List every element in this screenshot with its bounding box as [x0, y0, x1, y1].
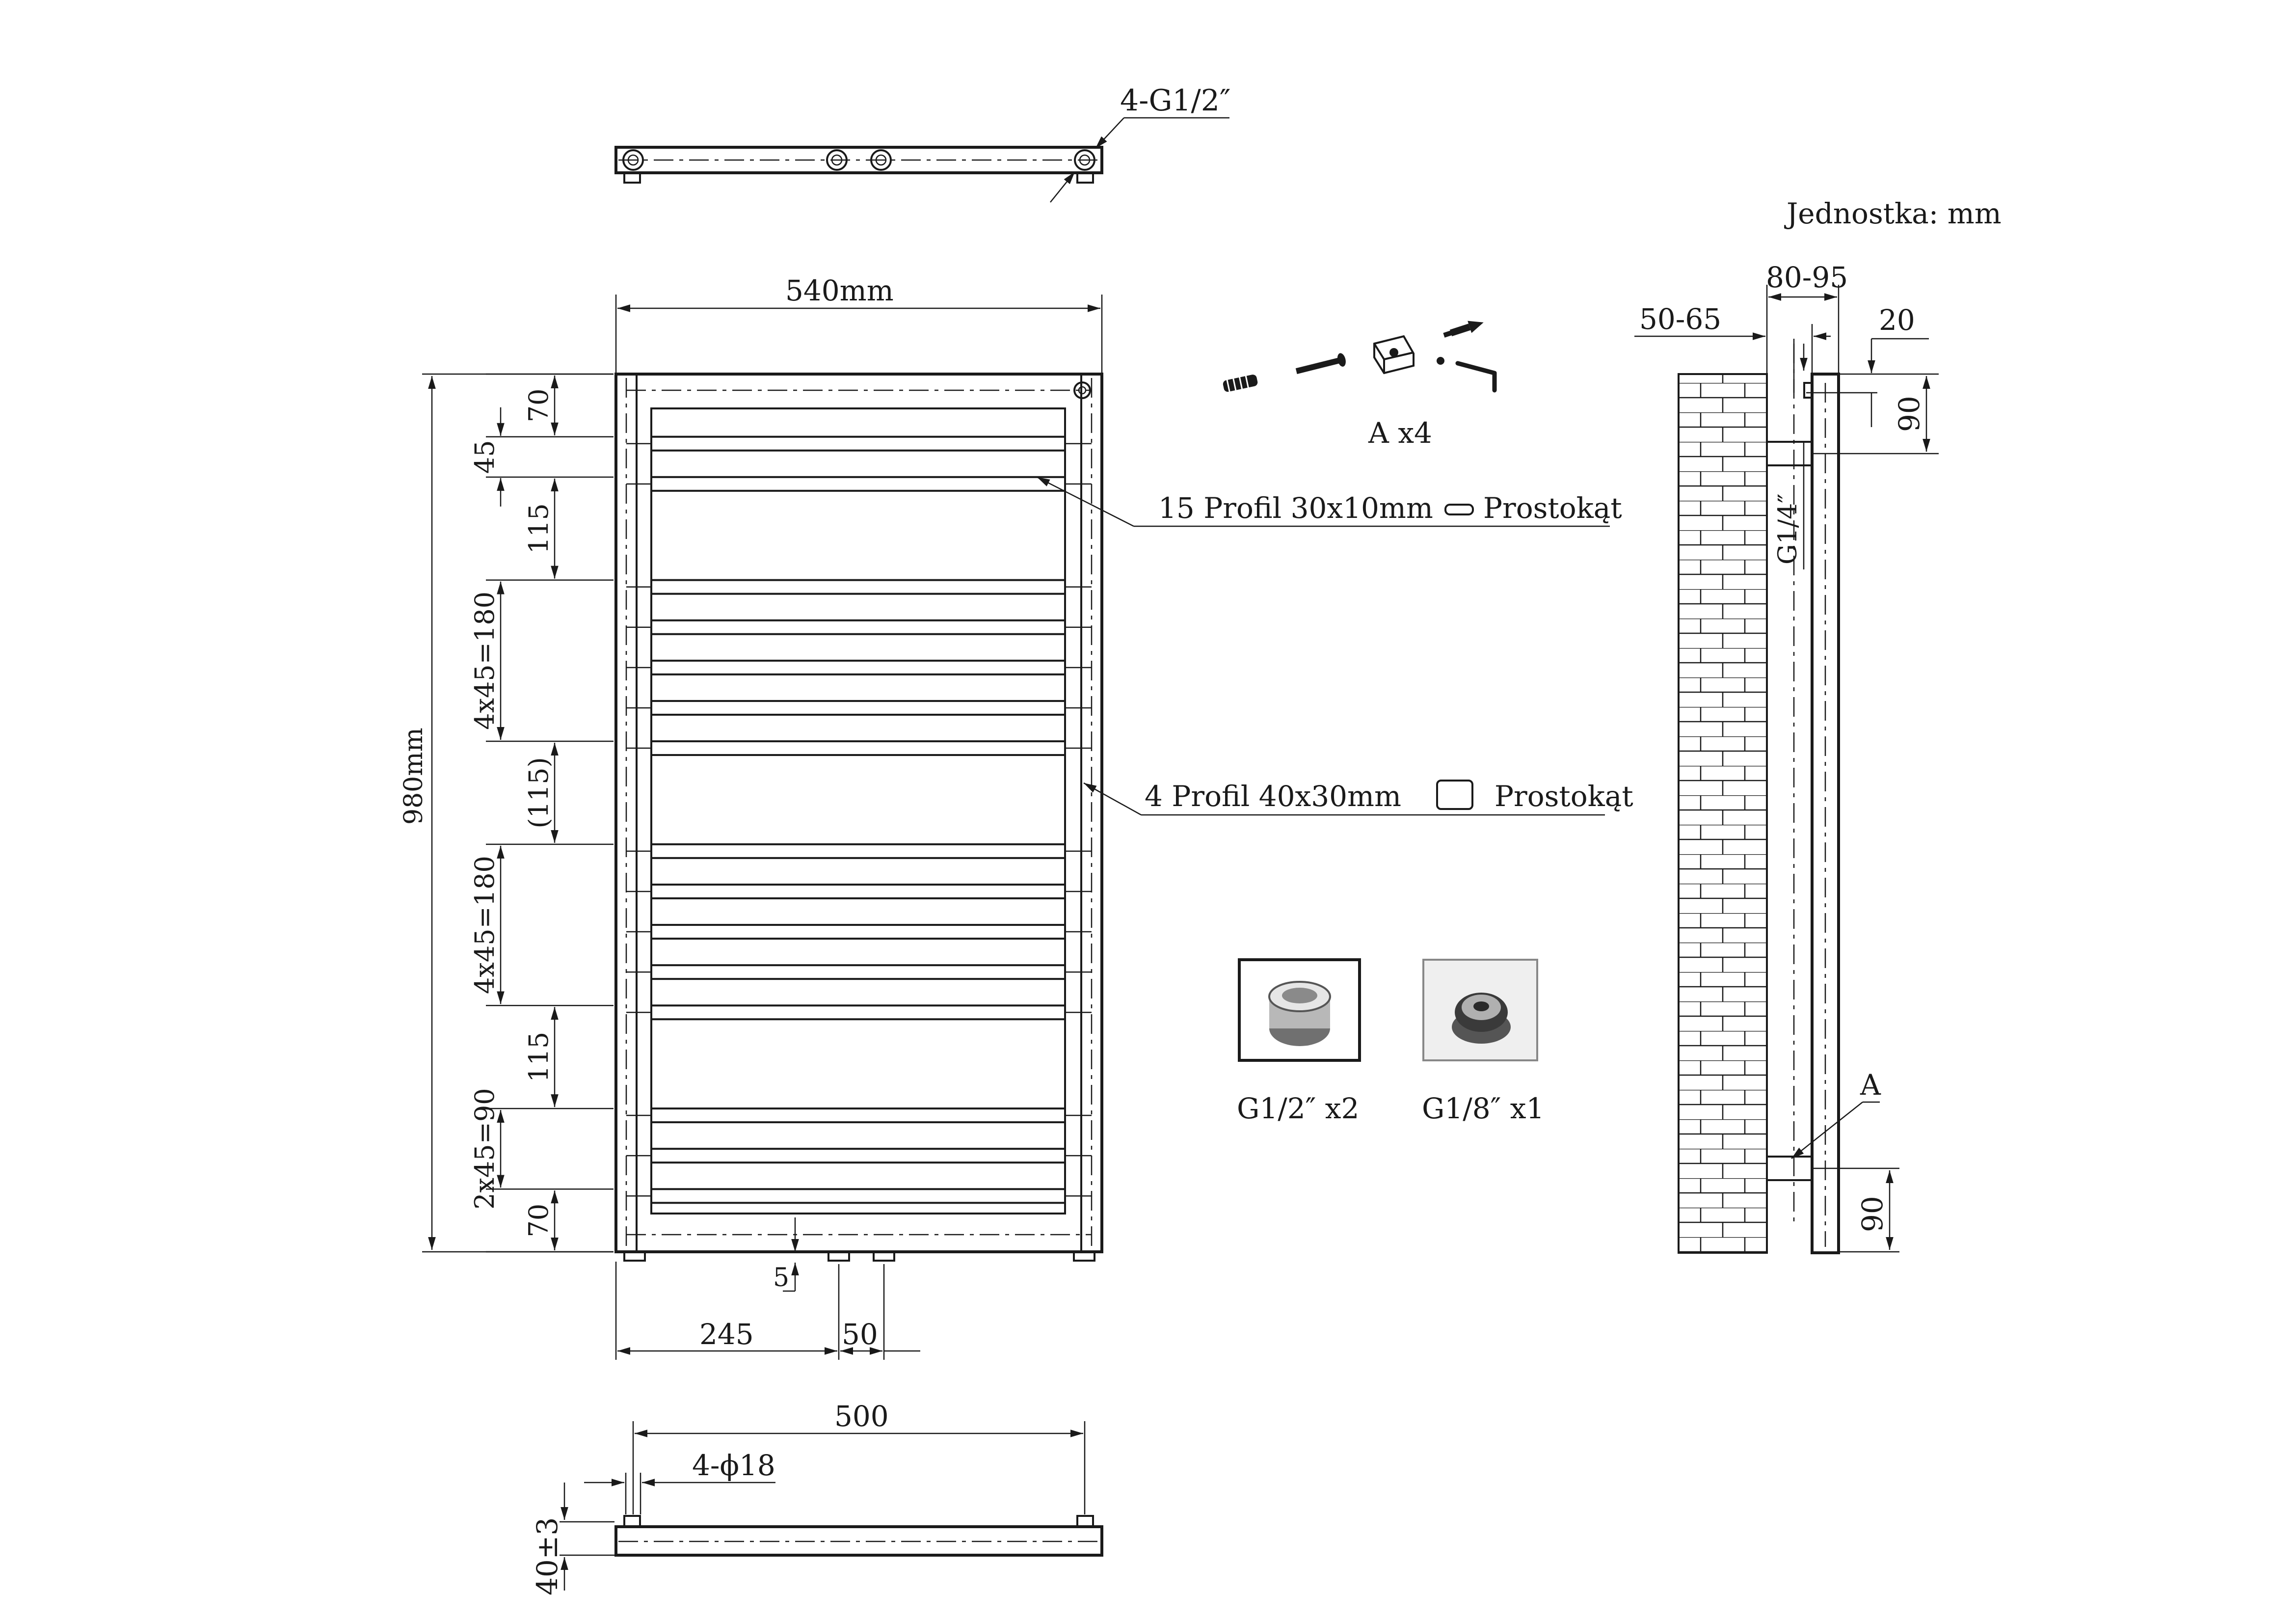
- large-profile-shape-icon: [1436, 780, 1473, 810]
- dim-label-6: 115: [523, 1032, 554, 1082]
- dim-gap: 5: [773, 1263, 789, 1293]
- width-label: 540mm: [785, 274, 894, 307]
- small-profile-text: 15 Profil 30x10mm: [1158, 491, 1433, 525]
- top-view-port-3: [870, 149, 892, 171]
- top-view-port-2: [826, 149, 848, 171]
- dim-label-0: 70: [523, 388, 554, 422]
- dim-20: 20: [1879, 303, 1915, 337]
- dim-pipe-spacing: 50: [842, 1318, 878, 1351]
- bottom-depth: 40±3: [531, 1517, 564, 1595]
- dim-bottom-front: 245 50 5: [615, 1217, 920, 1360]
- rail-8: [650, 843, 1066, 859]
- dim-label-1: 45: [469, 440, 500, 474]
- rail-9: [650, 883, 1066, 899]
- dim-label-3: 4x45=180: [469, 592, 500, 730]
- height-label: 980mm: [399, 728, 428, 825]
- dim-height-980: 980mm: [399, 373, 614, 1253]
- small-profile-shape-icon: [1444, 504, 1474, 515]
- rail-10: [650, 924, 1066, 940]
- rail-4: [650, 619, 1066, 635]
- bottom-width: 500: [834, 1400, 889, 1433]
- large-profile-shape-text: Prostokąt: [1495, 780, 1633, 813]
- small-profile-shape-text: Prostokąt: [1483, 491, 1622, 525]
- units-note: Jednostka: mm: [1784, 197, 2002, 230]
- valve-g12-label: G1/2″ x2: [1237, 1092, 1359, 1125]
- left-dimension-chain: 70 45 115 4x45=180 (115) 4x45=180 115 2x45=90 70: [469, 373, 614, 1253]
- valve-g12: G1/2″ x2: [1237, 958, 1361, 1125]
- thread-g14: G1/4″: [1773, 493, 1803, 565]
- washer-icon: [1437, 357, 1444, 365]
- dim-top-90: 90: [1893, 396, 1926, 432]
- rail-11: [650, 964, 1066, 980]
- top-view-port-1: [622, 149, 644, 171]
- side-dims: 80-95 50-65 20 90 G1/4″ 90: [1634, 261, 1939, 1253]
- rail-6: [650, 700, 1066, 716]
- horizontal-rails: [626, 435, 1092, 1204]
- brick-wall: [1678, 373, 1768, 1254]
- screw-icon: [1295, 353, 1346, 374]
- set-screw-icon: [1443, 321, 1484, 338]
- top-view: 4-G1/2″: [614, 83, 1230, 203]
- dim-left-offset: 245: [699, 1318, 754, 1351]
- kit-label: A x4: [1368, 416, 1432, 450]
- bracket-block-icon: [1373, 335, 1415, 375]
- rail-1: [650, 435, 1066, 452]
- valve-g18-label: G1/8″ x1: [1422, 1092, 1544, 1125]
- rail-15: [650, 1188, 1066, 1204]
- dim-label-4: (115): [523, 757, 554, 828]
- mounting-kit: A x4: [1223, 321, 1497, 450]
- rail-2: [650, 476, 1066, 492]
- side-view: A: [1678, 344, 1881, 1254]
- valve-g18: G1/8″ x1: [1422, 959, 1544, 1125]
- bottom-holes: 4-ϕ18: [692, 1449, 775, 1482]
- dim-50-65: 50-65: [1639, 302, 1721, 336]
- callout-large-profile: 4 Profil 40x30mm Prostokąt: [1083, 780, 1633, 816]
- rail-12: [650, 1004, 1066, 1021]
- top-view-port-4: [1074, 149, 1095, 171]
- top-view-thread-label: 4-G1/2″: [1120, 83, 1230, 118]
- dim-label-2: 115: [523, 503, 554, 554]
- rail-14: [650, 1148, 1066, 1164]
- hex-key-icon: [1455, 361, 1497, 393]
- front-view: [614, 373, 1103, 1262]
- dim-80-95: 80-95: [1766, 261, 1848, 294]
- detail-mark-a: A: [1860, 1068, 1881, 1102]
- dim-label-8: 70: [523, 1204, 554, 1238]
- rail-5: [650, 659, 1066, 675]
- dim-label-7: 2x45=90: [469, 1088, 500, 1209]
- large-profile-text: 4 Profil 40x30mm: [1145, 780, 1401, 813]
- bottom-view: 500 4-ϕ18 40±3: [531, 1400, 1103, 1595]
- wall-plug-icon: [1223, 375, 1258, 393]
- dim-width-540: 540mm: [615, 274, 1103, 373]
- rail-3: [650, 579, 1066, 595]
- rail-13: [650, 1107, 1066, 1124]
- dim-bottom-90: 90: [1856, 1196, 1889, 1232]
- rail-7: [650, 740, 1066, 756]
- dim-label-5: 4x45=180: [469, 856, 500, 994]
- callout-small-profile: 15 Profil 30x10mm Prostokąt: [1037, 476, 1622, 527]
